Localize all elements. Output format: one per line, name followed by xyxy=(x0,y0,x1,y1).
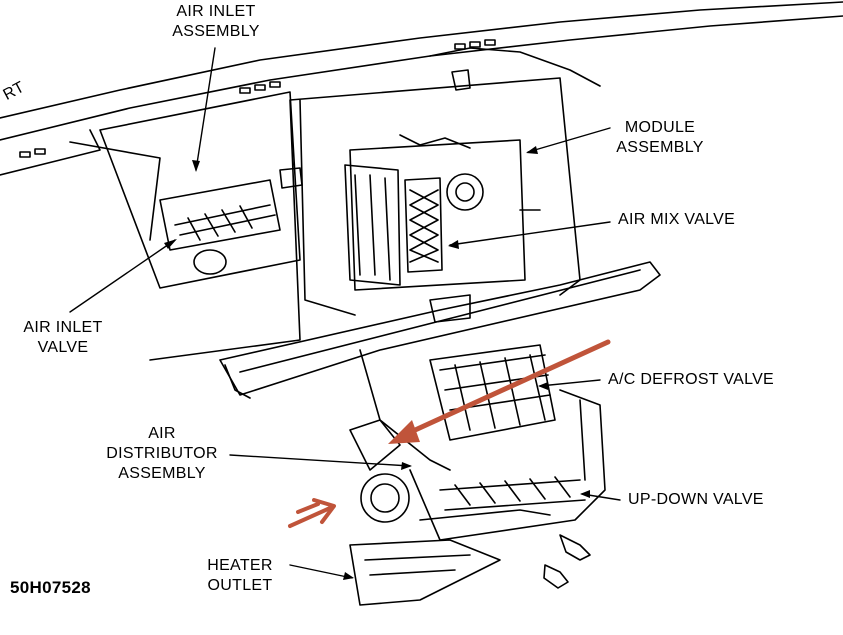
dashboard-outline xyxy=(0,1,843,176)
red-arrow-outlet xyxy=(288,498,336,528)
label-air-mix-valve: AIR MIX VALVE xyxy=(618,211,736,228)
label-line: ASSEMBLY xyxy=(616,139,704,156)
air-inlet-assembly-shape xyxy=(69,91,303,289)
red-arrow-defrost xyxy=(388,339,611,444)
label-ac-defrost-valve: A/C DEFROST VALVE xyxy=(608,371,775,388)
distributor-duct-shape xyxy=(219,261,661,606)
label-line: DISTRIBUTOR xyxy=(106,445,218,462)
highlight-arrows xyxy=(288,339,611,528)
leader-arrowheads xyxy=(164,146,590,580)
label-line: HEATER xyxy=(207,557,273,574)
leader-lines xyxy=(69,47,621,579)
label-air-inlet-valve: AIR INLET VALVE xyxy=(8,318,118,358)
label-line: AIR INLET xyxy=(23,319,103,336)
figure-code: 50H07528 xyxy=(10,578,91,597)
label-up-down-valve: UP-DOWN VALVE xyxy=(628,491,764,508)
label-line: ASSEMBLY xyxy=(172,23,260,40)
label-air-distributor-assembly: AIR DISTRIBUTOR ASSEMBLY xyxy=(92,424,232,484)
label-line: AIR INLET xyxy=(176,3,256,20)
label-air-inlet-assembly: AIR INLET ASSEMBLY xyxy=(156,2,276,42)
label-module-assembly: MODULE ASSEMBLY xyxy=(596,118,724,158)
label-line: MODULE xyxy=(624,119,696,136)
module-assembly-shape xyxy=(149,77,581,361)
label-line: AIR xyxy=(148,425,176,442)
label-line: OUTLET xyxy=(207,577,273,594)
label-line: ASSEMBLY xyxy=(118,465,206,482)
label-line: VALVE xyxy=(37,339,89,356)
label-heater-outlet: HEATER OUTLET xyxy=(190,556,290,596)
